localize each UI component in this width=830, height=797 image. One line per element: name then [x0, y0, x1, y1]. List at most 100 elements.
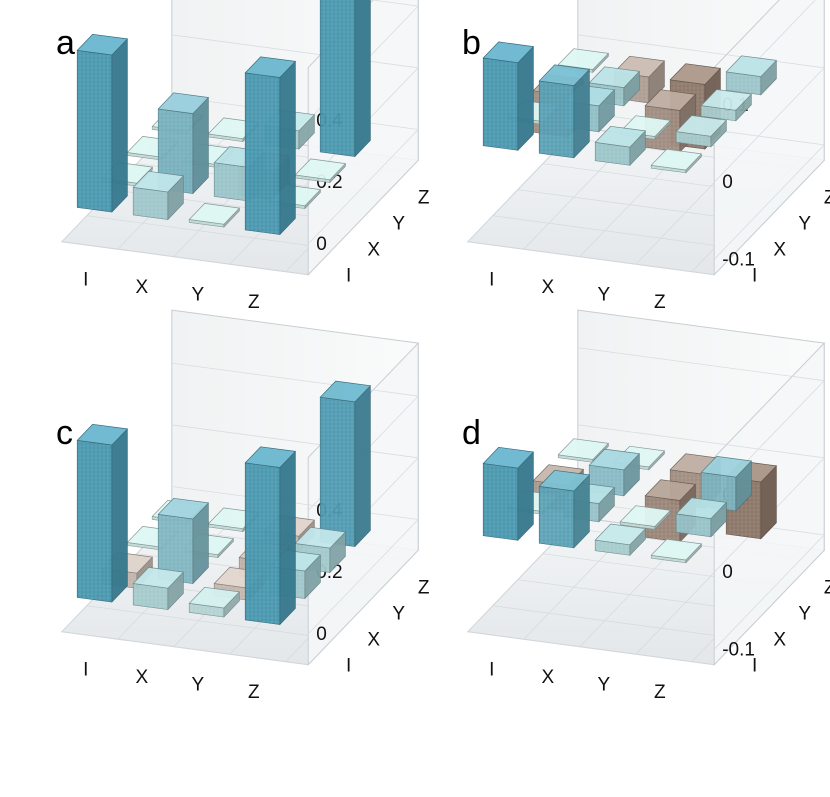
- x-tick-label: X: [541, 277, 554, 298]
- bar-top-face: [588, 448, 640, 471]
- bar-top-face: [157, 92, 209, 114]
- bar-top-face: [557, 48, 609, 70]
- bar-side-face: [354, 384, 371, 548]
- y-tick-label: Y: [392, 604, 405, 625]
- y-tick-label: X: [773, 240, 786, 261]
- bar-top-face: [557, 438, 609, 460]
- bar-top-face: [650, 538, 702, 561]
- x-tick-label: Z: [248, 292, 260, 313]
- floor-grid-line: [86, 215, 334, 250]
- x-tick-label: Y: [597, 674, 610, 695]
- floor-grid-line: [467, 631, 715, 666]
- bar-front-texture: [158, 514, 193, 584]
- bar-top-face: [588, 66, 640, 88]
- bar-top-face: [132, 170, 184, 193]
- bar: [675, 115, 727, 148]
- bar: [132, 567, 184, 611]
- bar-top-face: [294, 158, 346, 181]
- y-tick-label: Z: [824, 188, 830, 209]
- bar-front-texture: [245, 72, 280, 235]
- bar-front-texture: [539, 486, 574, 548]
- y-tick-label: I: [346, 656, 351, 677]
- bar: [538, 64, 590, 159]
- bar: [244, 56, 296, 236]
- bar-top-face: [619, 505, 671, 527]
- bar: [650, 148, 702, 174]
- bar-front-texture: [483, 463, 518, 541]
- bar: [294, 158, 346, 184]
- z-grid-line: [577, 34, 826, 183]
- x-tick-label: X: [135, 277, 148, 298]
- y-tick-label: I: [346, 266, 351, 287]
- panel-label: c: [56, 414, 73, 452]
- bar-top-face: [669, 63, 721, 85]
- bar: [157, 92, 209, 195]
- bar-top-face: [244, 446, 296, 468]
- bar-top-face: [157, 497, 209, 520]
- y-tick-label: Y: [798, 214, 811, 235]
- z-tick-label: -0.1: [722, 249, 755, 270]
- bar-top-face: [132, 567, 184, 589]
- x-tick-label: Z: [654, 682, 666, 703]
- bar: [619, 505, 671, 531]
- bar-top-face: [700, 456, 752, 478]
- floor-grid-line: [61, 241, 309, 276]
- bar: [76, 33, 128, 213]
- y-tick-label: X: [773, 630, 786, 651]
- bar: [132, 170, 184, 221]
- bar-side-face: [517, 45, 534, 152]
- y-tick-label: X: [367, 630, 380, 651]
- bar-front-texture: [208, 524, 243, 532]
- bar-front-texture: [77, 440, 112, 602]
- bar-top-face: [644, 89, 696, 111]
- bar: [594, 125, 646, 167]
- bar-front-texture: [295, 175, 330, 183]
- bar: [319, 0, 371, 158]
- bar-front-texture: [320, 0, 355, 157]
- floor-grid-line: [492, 215, 740, 250]
- y-tick-label: Z: [418, 188, 430, 209]
- z-tick-label: -0.1: [722, 639, 755, 660]
- bar: [188, 203, 240, 228]
- bar-top-face: [644, 479, 696, 501]
- x-tick-label: Y: [597, 284, 610, 305]
- floor-grid-line: [467, 241, 715, 276]
- z-tick-label: 0: [316, 234, 327, 255]
- bar: [244, 446, 296, 626]
- bar-top-face: [319, 380, 371, 403]
- z-tick-label: 0: [722, 562, 733, 583]
- bar-top-face: [482, 446, 534, 469]
- x-tick-label: Y: [191, 284, 204, 305]
- bar-front-texture: [726, 71, 761, 95]
- x-tick-label: I: [83, 269, 88, 290]
- bar: [675, 497, 727, 538]
- y-tick-label: X: [367, 240, 380, 261]
- x-tick-label: Z: [248, 682, 260, 703]
- bar-front-texture: [558, 454, 593, 463]
- y-tick-label: Y: [798, 604, 811, 625]
- bar-side-face: [279, 60, 296, 236]
- bar-side-face: [354, 0, 371, 158]
- x-tick-label: Y: [191, 674, 204, 695]
- bar-front-texture: [189, 219, 224, 227]
- bar-top-face: [76, 33, 128, 56]
- bar-front-texture: [651, 165, 686, 173]
- bar-top-face: [482, 41, 534, 64]
- bar-top-face: [594, 125, 646, 148]
- x-tick-label: I: [83, 659, 88, 680]
- y-tick-label: I: [752, 266, 757, 287]
- bar-front-texture: [189, 603, 224, 617]
- bar-front-texture: [208, 134, 243, 142]
- bar-front-texture: [133, 583, 168, 610]
- bar-top-face: [594, 523, 646, 546]
- bar-top-face: [700, 89, 752, 111]
- x-tick-label: I: [489, 269, 494, 290]
- bar-top-face: [650, 148, 702, 171]
- bar: [319, 380, 371, 548]
- bar: [725, 55, 777, 96]
- bar-front-texture: [483, 58, 518, 151]
- bar-front-texture: [214, 162, 249, 201]
